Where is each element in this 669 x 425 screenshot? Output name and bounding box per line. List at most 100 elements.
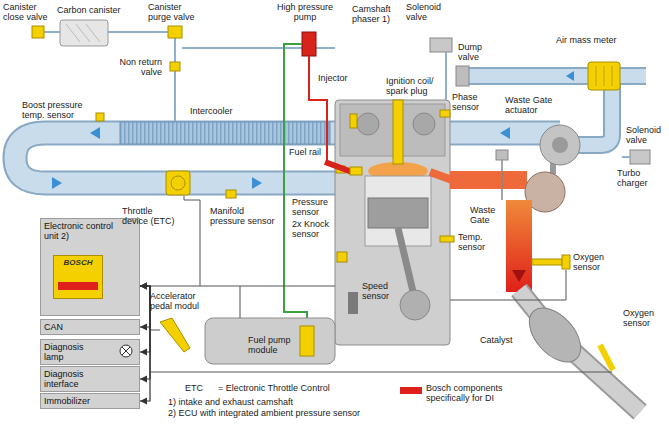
canister-hatch — [66, 24, 100, 42]
ecu-module: BOSCH — [53, 255, 103, 299]
fuel-rail — [325, 162, 352, 172]
boost-sensor — [96, 113, 104, 121]
exhaust-manifold — [450, 171, 527, 189]
footnote: 2) ECU with integrated ambient pressure … — [168, 408, 428, 418]
part-label: Intercooler — [190, 106, 250, 116]
phase-sensor — [440, 110, 450, 117]
lamp-circle — [120, 345, 132, 357]
red-bar — [58, 282, 98, 290]
part-label: Solenoid valve — [626, 125, 666, 145]
part-label: Camshaft phaser 1) — [352, 4, 402, 24]
part-label: Canister close valve — [3, 2, 53, 22]
interface-box: Immobilizer — [40, 393, 140, 409]
legend-swatch — [400, 387, 422, 394]
non-return-valve — [170, 62, 180, 71]
interface-box: CAN — [40, 319, 140, 335]
solenoid-valve — [630, 150, 650, 164]
flow-arrow — [52, 177, 62, 189]
intercooler — [120, 122, 330, 144]
flow-arrow — [90, 127, 100, 139]
node-text: Immobilizer — [44, 396, 136, 406]
node-text: BOSCH — [56, 258, 100, 268]
fuel-pump — [300, 326, 314, 356]
lamp-symbol — [119, 344, 133, 358]
dump-valve — [456, 66, 469, 86]
throttle-plate — [171, 176, 185, 190]
part-label: Boost pressure temp. sensor — [22, 100, 92, 120]
high-pressure-pump — [302, 32, 316, 56]
part-label: Air mass meter — [556, 35, 656, 45]
part-label: Canister purge valve — [148, 2, 203, 22]
part-label: Speed sensor — [362, 281, 397, 301]
part-label: Waste Gate actuator — [505, 95, 567, 115]
crankshaft — [400, 290, 430, 320]
compressor-hub — [552, 137, 568, 153]
compressor — [540, 125, 580, 165]
lamp-cross — [122, 347, 130, 355]
bus-connector — [140, 286, 150, 379]
part-label: Dump valve — [458, 42, 498, 62]
camshaft-phaser — [350, 114, 357, 128]
exhaust-port — [430, 172, 452, 180]
fuel-tank — [205, 318, 335, 364]
vacuum-line — [622, 156, 630, 158]
bus-connector — [140, 286, 150, 352]
oxygen-sensor-head — [562, 255, 570, 269]
part-label: Catalyst — [480, 335, 525, 345]
injector — [350, 167, 362, 175]
flow-arrow — [566, 71, 574, 81]
accelerator-pedal — [160, 318, 190, 352]
part-label: Throttle device (ETC) — [122, 206, 178, 226]
wiring — [150, 196, 612, 372]
part-label: Injector — [318, 73, 363, 83]
camshaft — [413, 113, 435, 135]
part-label: Accelerator pedal modul — [150, 291, 212, 311]
part-label: Turbo charger — [617, 168, 665, 188]
part-label: Temp. sensor — [458, 232, 494, 252]
manifold-sensor — [226, 190, 236, 198]
flow-arrow — [512, 270, 526, 282]
part-label: Ignition coil/ spark plug — [386, 76, 444, 96]
air-mass-meter — [588, 62, 620, 90]
part-label: Waste Gate — [470, 205, 503, 225]
part-label: Carbon canister — [57, 5, 137, 15]
bus-connector — [140, 286, 150, 401]
throttle — [166, 171, 190, 195]
part-label: 2x Knock sensor — [292, 219, 334, 239]
con-rod — [398, 228, 415, 300]
waste-gate — [506, 200, 532, 292]
control-unit-box: Electronic control unit 2)BOSCH — [40, 218, 140, 316]
bus-connector — [140, 286, 150, 327]
lp-fuel-line — [284, 44, 307, 326]
footnote: 1) intake and exhaust camshaft — [168, 397, 388, 407]
downpipe — [519, 290, 640, 412]
node-text: CAN — [44, 322, 136, 332]
interface-box: Diagnosis lamp — [40, 339, 140, 365]
part-label: Phase sensor — [452, 92, 490, 112]
knock-sensor — [337, 252, 347, 262]
camshaft — [357, 113, 379, 135]
part-label: Oxygen sensor — [623, 308, 663, 328]
part-label: High pressure pump — [275, 2, 335, 22]
wg-actuator — [496, 150, 508, 160]
part-label: Fuel pump module — [248, 335, 292, 355]
hp-fuel-line — [309, 56, 327, 160]
oxygen-sensor — [600, 345, 613, 370]
oxygen-sensor — [532, 259, 562, 265]
part-label: Solenoid valve — [406, 2, 451, 22]
catalyst — [519, 299, 590, 372]
engine-block — [335, 100, 450, 345]
node-text: Diagnosis lamp — [44, 342, 94, 362]
actuator-rod — [501, 160, 503, 200]
legend-text: Bosch components specifically for DI — [426, 383, 526, 403]
part-label: Pressure sensor — [292, 197, 334, 217]
node-text: Diagnosis interface — [44, 369, 94, 389]
footnote: = Electronic Throttle Control — [218, 383, 388, 393]
temp-sensor — [440, 236, 454, 242]
part-label: Manifold pressure sensor — [210, 206, 278, 226]
flow-arrow — [252, 177, 262, 189]
part-label: Non return valve — [108, 57, 162, 77]
downpipe-outline — [519, 290, 640, 412]
flow-arrow — [500, 127, 510, 139]
part-label: Oxygen sensor — [573, 252, 613, 272]
